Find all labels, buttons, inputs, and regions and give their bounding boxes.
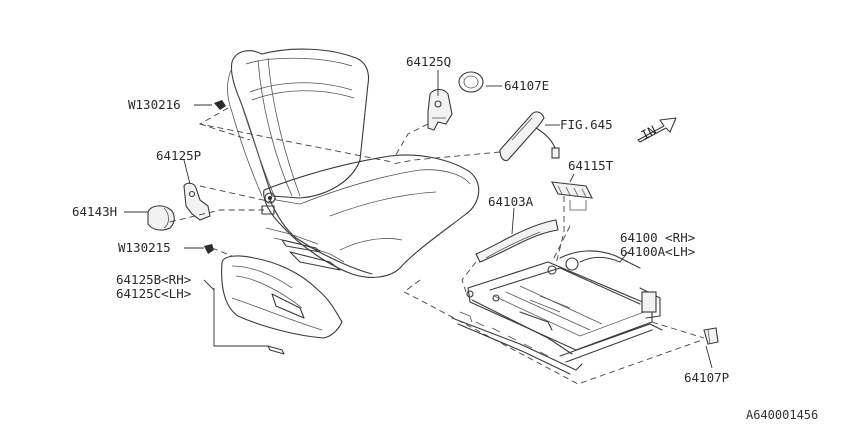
- connector-64115t: [551, 181, 593, 211]
- seat-belt-buckle: [499, 111, 560, 162]
- label-in-arrow: IN: [638, 122, 658, 142]
- label-64125b-rh: 64125B<RH>: [116, 272, 191, 287]
- side-cover-64125bc: [221, 255, 343, 339]
- reference-code: A640001456: [746, 408, 818, 422]
- label-64100a-lh: 64100A<LH>: [620, 244, 695, 259]
- bolt-w130216: [214, 100, 226, 110]
- label-w130215: W130215: [118, 240, 171, 255]
- label-64107e: 64107E: [504, 78, 549, 93]
- seat-frame-64100: [451, 250, 663, 375]
- cushion-frame-hardware: [261, 192, 341, 271]
- bolt-w130215: [204, 244, 214, 254]
- knob-64143h: [147, 205, 175, 231]
- leader-lines: [124, 70, 713, 369]
- label-64103a: 64103A: [488, 194, 534, 209]
- assembly-dashed-lines: [169, 107, 705, 385]
- label-64125p: 64125P: [156, 148, 201, 163]
- label-64107p: 64107P: [684, 370, 729, 385]
- bracket-64125q: [427, 88, 453, 131]
- label-64125q: 64125Q: [406, 54, 451, 69]
- label-64115t: 64115T: [568, 158, 614, 173]
- label-64125c-lh: 64125C<LH>: [116, 286, 191, 301]
- label-64100-rh: 64100 <RH>: [620, 230, 695, 245]
- cover-64107e: [458, 71, 484, 93]
- strap-64103a: [475, 219, 559, 263]
- in-direction-arrow: [637, 117, 677, 143]
- clip-64107p: [703, 327, 719, 345]
- label-64143h: 64143H: [72, 204, 117, 219]
- seat-cushion: [263, 154, 480, 278]
- bracket-64125p: [183, 182, 211, 221]
- seat-back: [227, 48, 370, 205]
- label-w130216: W130216: [128, 97, 181, 112]
- label-fig645: FIG.645: [560, 117, 613, 132]
- screw-side-cover: [267, 345, 285, 355]
